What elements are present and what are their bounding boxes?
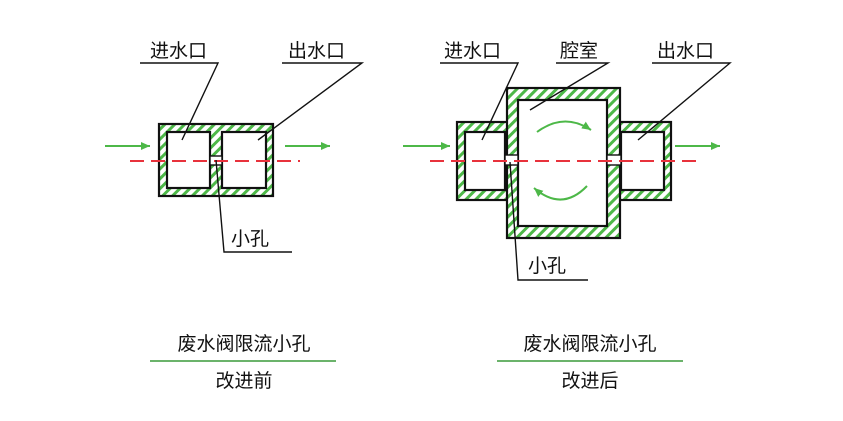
left-hole-label: 小孔	[231, 228, 269, 250]
right-swirl-top-arrow	[536, 120, 592, 133]
right-outlet-leader	[637, 62, 732, 141]
left-hole-leader	[215, 159, 292, 253]
right-caption-sub: 改进后	[561, 370, 618, 392]
left-diagram: 进水口 出水口 小孔 废水阀限流小孔 改进前	[105, 40, 365, 392]
right-hole-leader	[509, 161, 588, 281]
left-caption-title: 废水阀限流小孔	[177, 333, 310, 355]
left-inlet-leader	[140, 62, 220, 141]
left-outlet-leader	[257, 62, 365, 141]
right-outlet-label: 出水口	[657, 40, 714, 62]
right-chamber-label: 腔室	[560, 40, 598, 62]
right-swirl-bottom-arrow	[533, 185, 588, 201]
right-diagram: 进水口 腔室 出水口 小孔 废水阀限流小孔 改进后	[403, 40, 732, 392]
right-inlet-label: 进水口	[444, 40, 501, 62]
right-inlet-leader	[440, 62, 520, 141]
right-hole-label: 小孔	[528, 255, 566, 277]
right-chamber-leader	[529, 62, 611, 111]
right-chamber-cavity	[516, 98, 609, 228]
left-inlet-label: 进水口	[150, 40, 207, 62]
left-outlet-label: 出水口	[288, 40, 345, 62]
right-valve-body	[455, 86, 673, 240]
right-caption-title: 废水阀限流小孔	[523, 333, 656, 355]
left-caption-sub: 改进前	[215, 370, 272, 392]
